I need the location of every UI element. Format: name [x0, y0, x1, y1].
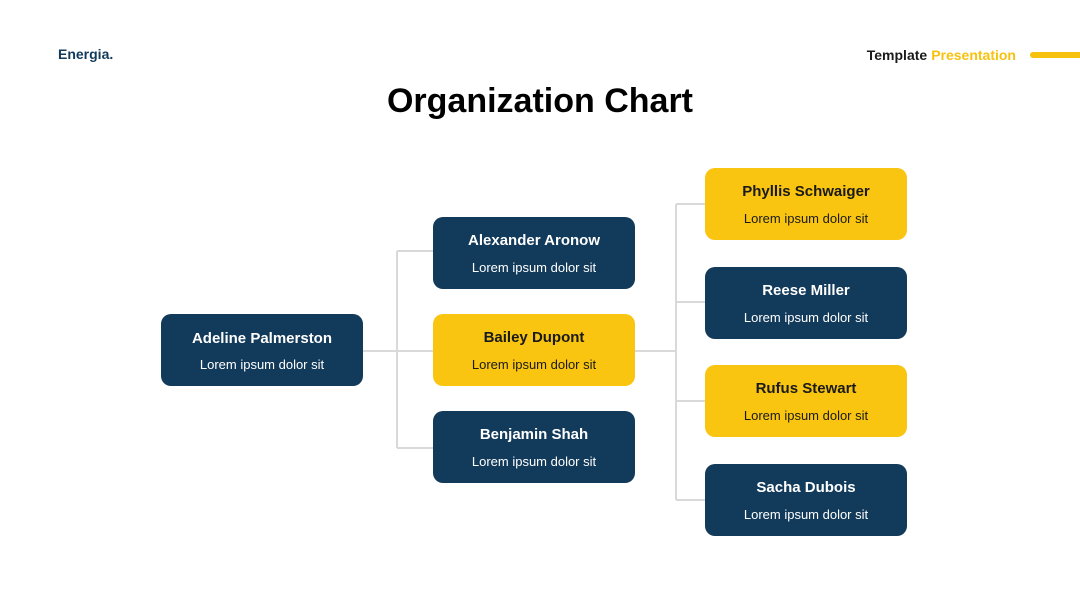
node-desc: Lorem ipsum dolor sit	[743, 310, 869, 325]
node-name: Phyllis Schwaiger	[742, 183, 870, 200]
node-name: Benjamin Shah	[479, 426, 589, 443]
org-node-level2-1[interactable]: Phyllis Schwaiger Lorem ipsum dolor sit	[705, 168, 907, 240]
org-node-level2-2[interactable]: Reese Miller Lorem ipsum dolor sit	[705, 267, 907, 339]
org-node-level2-3[interactable]: Rufus Stewart Lorem ipsum dolor sit	[705, 365, 907, 437]
page-title: Organization Chart	[386, 82, 694, 120]
node-name: Reese Miller	[762, 282, 850, 299]
node-name: Adeline Palmerston	[191, 330, 333, 347]
node-desc: Lorem ipsum dolor sit	[471, 454, 597, 469]
node-name: Bailey Dupont	[483, 329, 585, 346]
header-tagline: Template Presentation	[867, 46, 1080, 64]
node-desc: Lorem ipsum dolor sit	[471, 357, 597, 372]
tagline-template: Template	[866, 47, 928, 63]
node-desc: Lorem ipsum dolor sit	[743, 408, 869, 423]
node-name: Rufus Stewart	[755, 380, 857, 397]
org-node-level2-4[interactable]: Sacha Dubois Lorem ipsum dolor sit	[705, 464, 907, 536]
brand-logo-text: Energia.	[58, 46, 114, 62]
org-node-level1-3[interactable]: Benjamin Shah Lorem ipsum dolor sit	[433, 411, 635, 483]
org-node-level1-2[interactable]: Bailey Dupont Lorem ipsum dolor sit	[433, 314, 635, 386]
node-name: Alexander Aronow	[468, 232, 600, 249]
accent-bar	[1030, 52, 1080, 58]
node-desc: Lorem ipsum dolor sit	[199, 357, 325, 372]
node-desc: Lorem ipsum dolor sit	[743, 211, 869, 226]
tagline-presentation: Presentation	[931, 47, 1016, 63]
org-node-level1-1[interactable]: Alexander Aronow Lorem ipsum dolor sit	[433, 217, 635, 289]
org-node-root[interactable]: Adeline Palmerston Lorem ipsum dolor sit	[161, 314, 363, 386]
node-name: Sacha Dubois	[756, 479, 856, 496]
node-desc: Lorem ipsum dolor sit	[743, 507, 869, 522]
node-desc: Lorem ipsum dolor sit	[471, 260, 597, 275]
